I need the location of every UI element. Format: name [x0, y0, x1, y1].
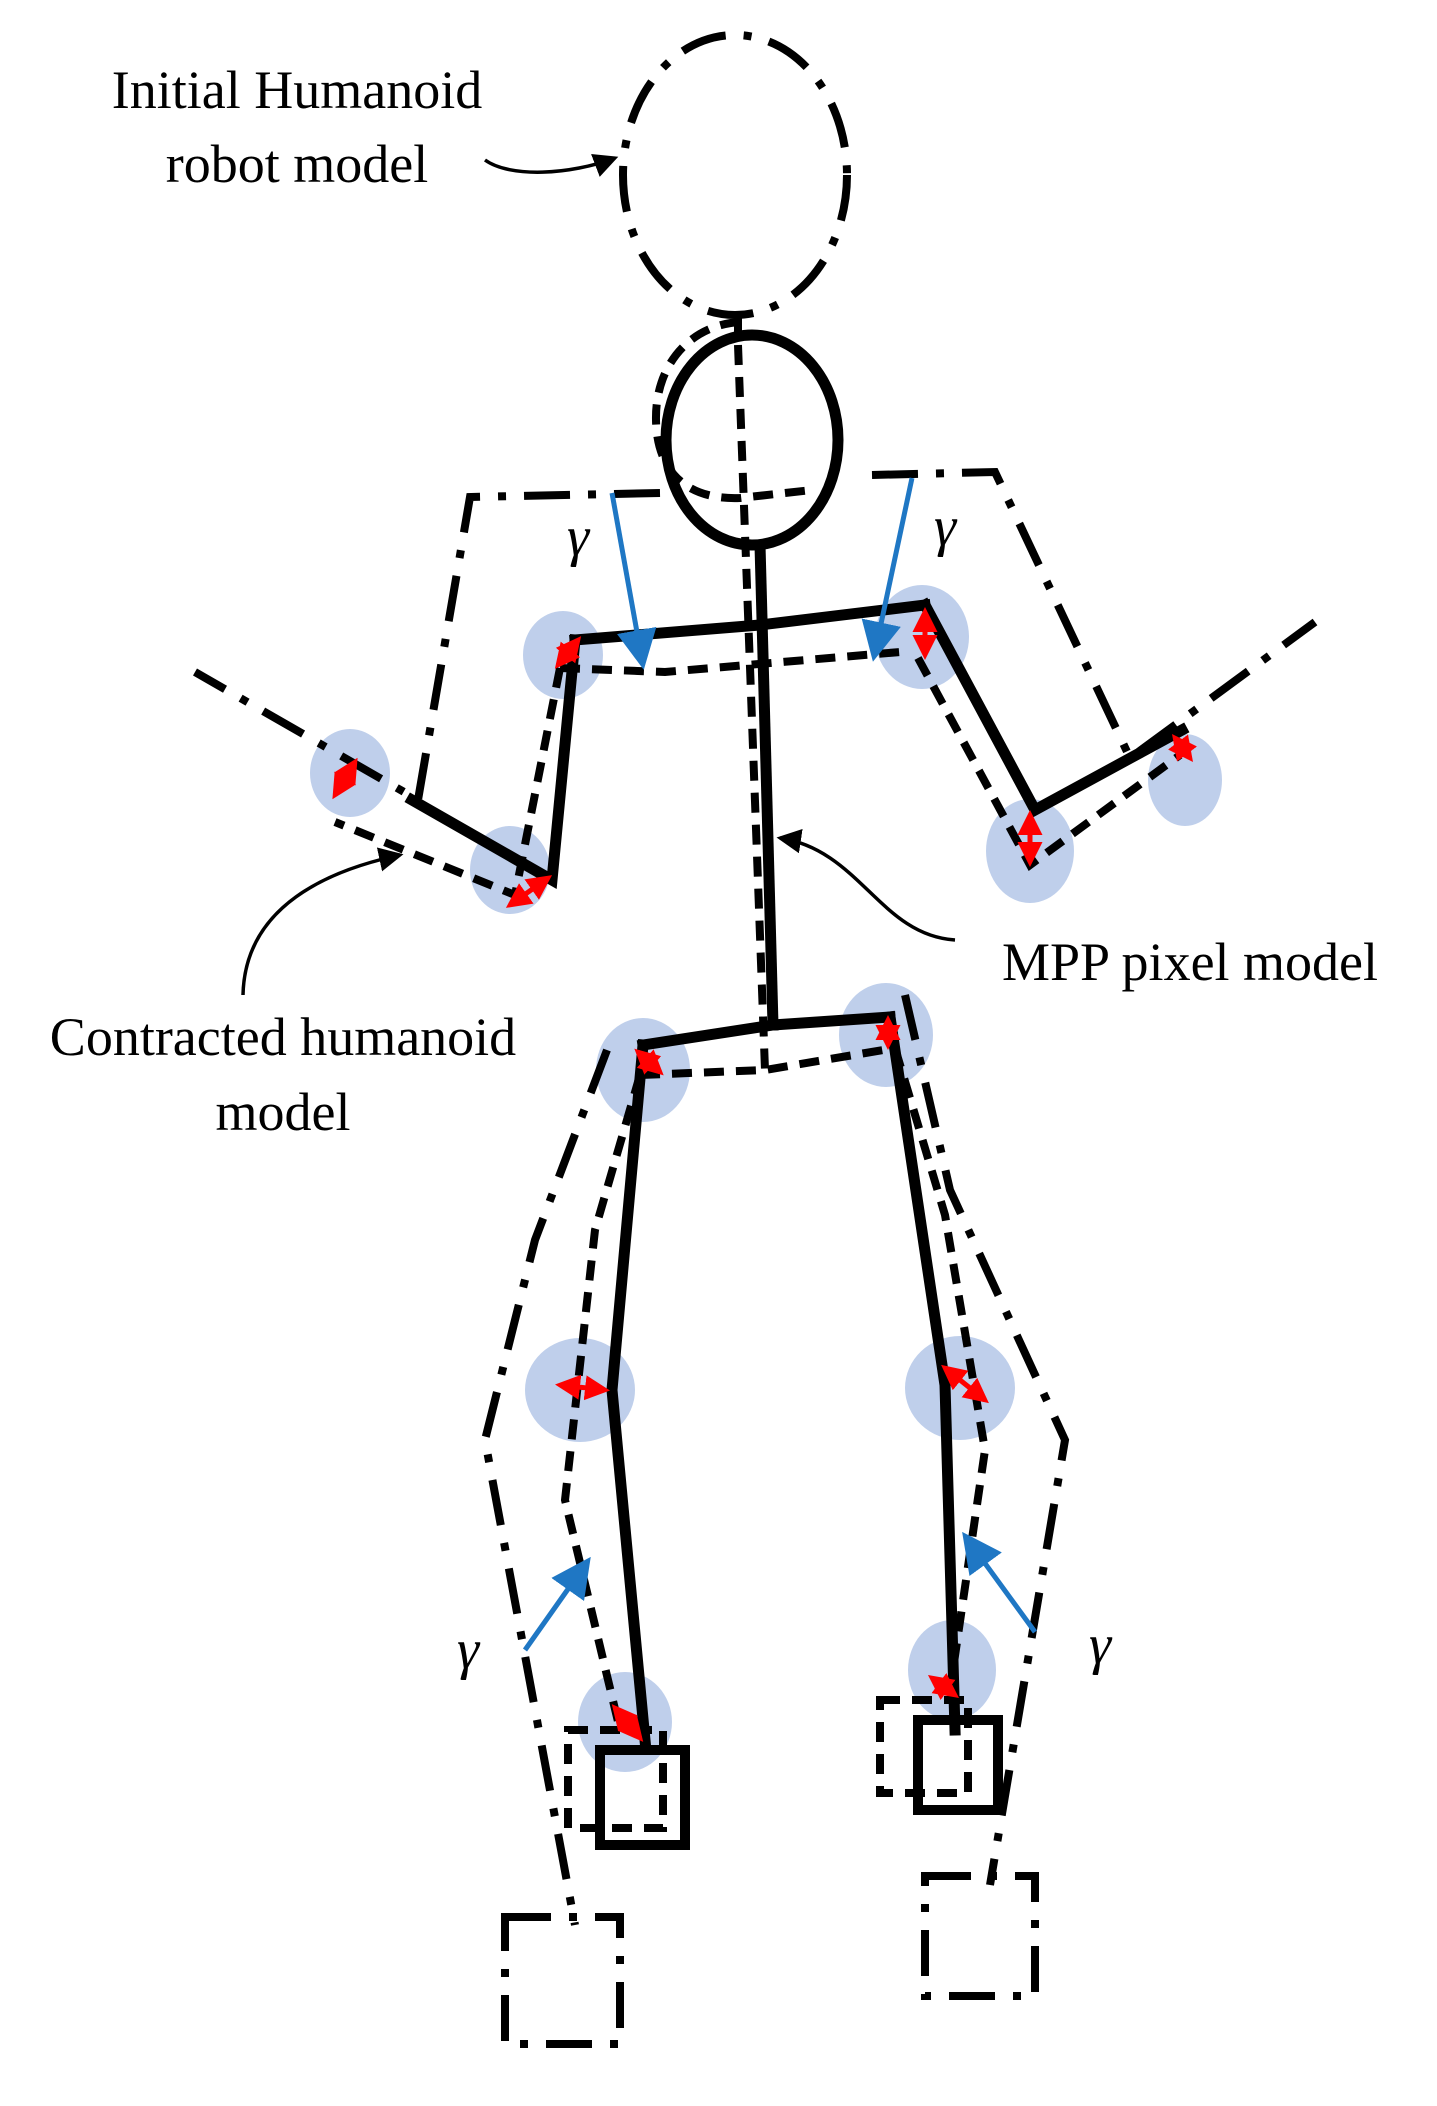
pointer-mpp-model — [776, 829, 956, 942]
label-initial-line1: Initial Humanoid — [112, 60, 482, 120]
mpp-right-foot — [913, 1715, 1003, 1815]
gamma-arrows — [522, 477, 1038, 1652]
initial-left-arm — [193, 489, 661, 807]
contracted-head — [651, 318, 813, 503]
label-initial-line2: robot model — [166, 134, 428, 194]
label-pointers — [241, 153, 956, 996]
initial-right-leg — [901, 994, 1070, 1886]
red-arrow-left-ankle — [611, 1704, 644, 1742]
mpp-head — [660, 329, 844, 551]
blue-arrow-upper-right — [861, 477, 915, 662]
label-mpp: MPP pixel model — [1002, 932, 1378, 992]
joint-right-hand — [1148, 734, 1222, 826]
red-arrow-left-shoulder — [554, 636, 582, 669]
contracted-hips — [639, 1044, 896, 1079]
label-gamma-upper-left: γ — [567, 506, 591, 568]
initial-left-foot — [501, 1913, 624, 2048]
initial-right-foot — [921, 1872, 1039, 2000]
initial-head — [619, 31, 851, 319]
contraction-arrows — [332, 607, 1197, 1742]
mpp-left-foot — [595, 1745, 690, 1850]
blue-arrow-upper-left — [609, 492, 657, 670]
contracted-spine — [734, 344, 769, 1071]
contracted-right-leg — [891, 1046, 990, 1691]
red-arrow-right-knee — [941, 1364, 989, 1404]
initial-right-arm — [871, 467, 1318, 765]
label-gamma-lower-right: γ — [1089, 1614, 1113, 1676]
text-labels: Initial Humanoid robot model Contracted … — [50, 60, 1378, 1681]
contracted-left-leg — [560, 1073, 644, 1731]
contracted-right-foot — [876, 1696, 972, 1797]
label-gamma-lower-left: γ — [457, 1619, 481, 1681]
blue-arrow-lower-left — [522, 1556, 591, 1652]
red-arrow-right-ankle — [927, 1673, 960, 1700]
contracted-shoulders — [559, 648, 901, 677]
initial-left-leg — [480, 1048, 611, 1926]
pointer-contracted-model — [241, 847, 404, 996]
label-gamma-upper-right: γ — [934, 496, 958, 558]
red-arrow-left-hip — [634, 1048, 664, 1076]
label-contracted-line1: Contracted humanoid — [50, 1007, 516, 1067]
label-contracted-line2: model — [216, 1082, 351, 1142]
mpp-left-leg — [606, 1039, 651, 1746]
blue-arrow-lower-right — [962, 1531, 1038, 1634]
red-arrow-left-hand — [332, 757, 358, 800]
pointer-initial-model — [483, 153, 619, 177]
red-arrow-right-hand — [1168, 734, 1197, 762]
red-arrow-left-elbow — [505, 875, 553, 908]
mpp-hips — [636, 1011, 896, 1052]
joint-right-knee — [905, 1336, 1015, 1440]
mpp-pixel-model — [404, 329, 1190, 1850]
red-arrow-left-knee — [555, 1374, 610, 1401]
initial-humanoid-model — [193, 31, 1318, 2048]
